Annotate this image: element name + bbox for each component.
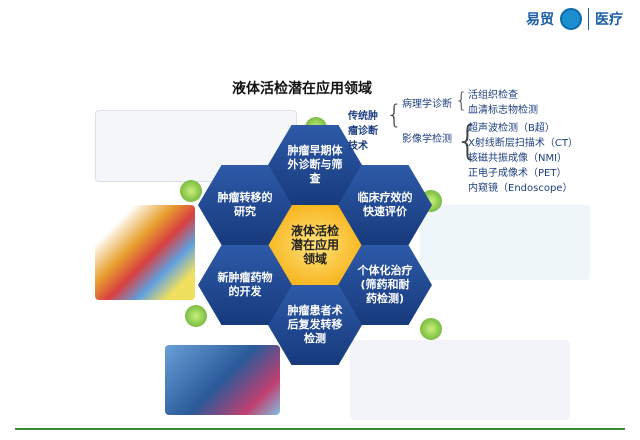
list-item: 正电子成像术（PET） [468,168,567,179]
list-item: 超声波检测（B超） [468,123,555,134]
list-item: 活组织检查 [468,90,518,101]
imaging-list: 超声波检测（B超） X射线断层扫描术（CT） 核磁共振成像（NMI） 正电子成像… [468,121,578,196]
tree-imaging-label: 影像学检测 [402,134,452,145]
logo-brand: 易贸 [526,12,554,28]
clinical-evaluation-image [420,205,590,280]
list-item: X射线断层扫描术（CT） [468,138,578,149]
logo-mark-icon [560,8,582,30]
logo-sector: 医疗 [595,12,623,28]
tree-pathology-label: 病理学诊断 [402,99,452,110]
list-item: 内窥镜（Endoscope） [468,183,573,194]
slide-title: 液体活检潜在应用领域 [232,81,372,97]
personalized-therapy-image [350,340,570,420]
lab-image [165,345,280,415]
pathology-list: 活组织检查 血清标志物检测 [468,88,538,118]
tree-root: 传统肿瘤诊断技术 [348,111,378,152]
brace: { [386,100,403,130]
pills-image [95,205,195,300]
arrow-icon [180,180,202,202]
arrow-icon [420,318,442,340]
brace: { [455,88,468,112]
list-item: 核磁共振成像（NMI） [468,153,568,164]
brace: { [455,118,481,164]
logo: 易贸 医疗 [526,8,623,30]
footer-line [15,428,625,430]
arrow-icon [185,305,207,327]
logo-divider [588,8,589,30]
list-item: 血清标志物检测 [468,105,538,116]
metastasis-diagram-image [95,110,297,182]
